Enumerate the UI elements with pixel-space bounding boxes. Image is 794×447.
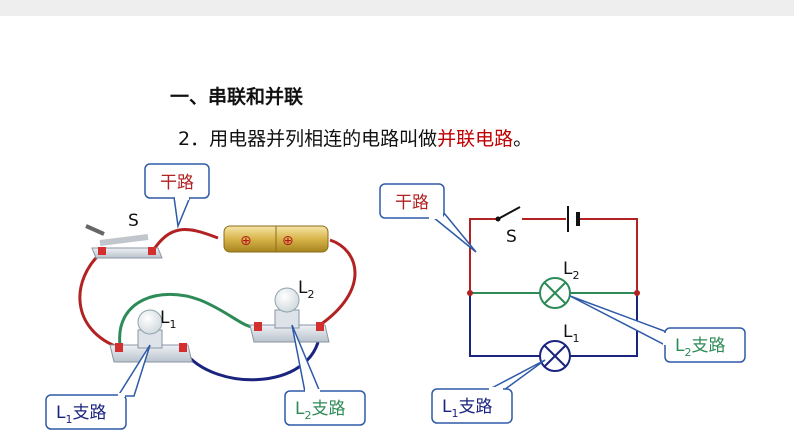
switch-label-left: S [128,211,139,231]
battery-positive-2: ⊕ [282,233,294,249]
definition-line: 2．用电器并列相连的电路叫做并联电路。 [178,124,532,151]
trunk-wire-battery-right [319,238,357,327]
top-band [0,0,794,16]
definition-end: 。 [513,128,533,150]
trunk-callout-left: 干路 [144,163,210,229]
switch-label-right: S [506,227,517,247]
lamp2-label-left: L2 [298,278,314,301]
svg-text:干路: 干路 [395,193,429,213]
lamp1-label-right: L1 [563,322,579,345]
junction-right [634,290,640,296]
physical-circuit: ⊕ ⊕ S L1 L2 干路 [45,163,366,430]
junction-left [467,290,473,296]
branch-wire-green [118,292,259,346]
trunk-wire-switch-battery [150,228,219,253]
battery-positive-1: ⊕ [240,233,252,249]
svg-text:干路: 干路 [160,173,194,193]
branch2-callout-right: L2支路 [569,295,746,363]
svg-text:L1支路: L1支路 [56,403,106,426]
point-separator: ． [190,128,210,150]
branch2-callout-left: L2支路 [284,324,366,426]
battery-pack: ⊕ ⊕ [223,225,329,253]
svg-text:L1支路: L1支路 [442,397,492,420]
lamp1-holder [109,309,193,363]
point-number: 2 [178,128,191,150]
trunk-wire-schematic [469,218,498,293]
branch1-callout-right: L1支路 [431,359,546,424]
branch-wire-blue [181,327,322,382]
switch-blade [497,206,521,220]
definition-text: 用电器并列相连的电路叫做 [209,128,438,150]
lamp2-label-right: L2 [563,259,579,282]
branch1-callout-left: L1支路 [45,344,151,430]
lamp1-label-left: L1 [160,308,176,331]
lamp1-symbol [539,340,571,372]
highlight-term: 并联电路 [437,128,514,150]
svg-text:L2支路: L2支路 [675,336,725,359]
lamp2-symbol [539,277,571,309]
svg-text:L2支路: L2支路 [295,399,345,422]
knife-switch [85,224,163,259]
trunk-wire-switch-left [78,250,121,350]
trunk-callout-right: 干路 [379,183,477,253]
section-heading: 一、串联和并联 [170,86,304,108]
lamp2-holder [249,287,330,343]
schematic-circuit: S L2 L1 干路 L1支路 L2支路 [379,183,746,424]
